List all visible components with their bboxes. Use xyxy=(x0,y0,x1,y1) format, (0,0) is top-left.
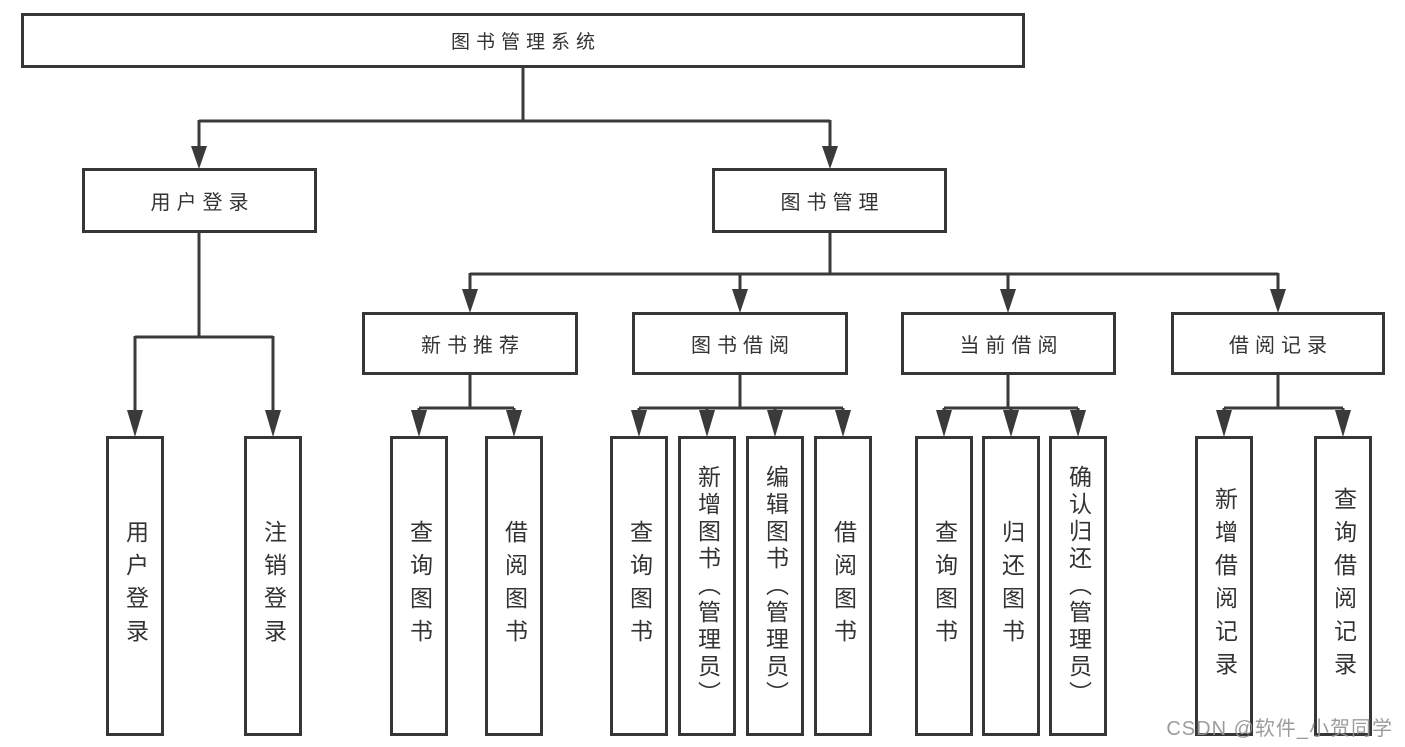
leaf-borrow-books-borrowing: 借阅图书 xyxy=(814,436,872,736)
leaf-user-login: 用户登录 xyxy=(106,436,164,736)
node-new-book-recommend: 新书推荐 xyxy=(362,312,578,375)
leaf-label: 确认归还（管理员） xyxy=(1065,464,1092,708)
leaf-label: 借阅图书 xyxy=(830,520,857,652)
leaf-label: 借阅图书 xyxy=(501,520,528,652)
node-label: 图书借阅 xyxy=(691,335,795,357)
leaf-label: 用户登录 xyxy=(122,520,149,652)
node-book-management: 图书管理 xyxy=(712,168,947,233)
node-label: 当前借阅 xyxy=(959,335,1064,357)
leaf-borrow-books-newbooks: 借阅图书 xyxy=(485,436,543,736)
leaf-label: 查询图书 xyxy=(931,520,958,652)
leaf-edit-books-admin: 编辑图书（管理员） xyxy=(746,436,804,736)
leaf-confirm-return-admin: 确认归还（管理员） xyxy=(1049,436,1107,736)
node-label: 图书管理 xyxy=(780,192,885,214)
node-current-borrowing: 当前借阅 xyxy=(901,312,1116,375)
node-library-management-system: 图书管理系统 xyxy=(21,13,1025,68)
leaf-query-books-current: 查询图书 xyxy=(915,436,973,736)
leaf-label: 查询图书 xyxy=(406,520,433,652)
leaf-label: 归还图书 xyxy=(998,520,1025,652)
leaf-label: 查询借阅记录 xyxy=(1330,487,1357,685)
leaf-label: 注销登录 xyxy=(260,520,287,652)
node-borrowing-records: 借阅记录 xyxy=(1171,312,1385,375)
leaf-label: 新增图书（管理员） xyxy=(694,464,721,708)
node-label: 新书推荐 xyxy=(421,335,525,357)
leaf-query-borrow-record: 查询借阅记录 xyxy=(1314,436,1372,736)
leaf-return-books: 归还图书 xyxy=(982,436,1040,736)
leaf-label: 编辑图书（管理员） xyxy=(762,464,789,708)
node-label: 借阅记录 xyxy=(1229,335,1333,357)
leaf-logout: 注销登录 xyxy=(244,436,302,736)
node-label: 图书管理系统 xyxy=(450,32,601,53)
leaf-add-books-admin: 新增图书（管理员） xyxy=(678,436,736,736)
node-label: 用户登录 xyxy=(150,192,255,214)
watermark: CSDN @软件_小贺同学 xyxy=(1166,718,1393,740)
leaf-query-books-borrowing: 查询图书 xyxy=(610,436,668,736)
node-user-login: 用户登录 xyxy=(82,168,317,233)
leaf-add-borrow-record: 新增借阅记录 xyxy=(1195,436,1253,736)
leaf-query-books-newbooks: 查询图书 xyxy=(390,436,448,736)
leaf-label: 新增借阅记录 xyxy=(1211,487,1238,685)
node-book-borrowing: 图书借阅 xyxy=(632,312,848,375)
leaf-label: 查询图书 xyxy=(626,520,653,652)
